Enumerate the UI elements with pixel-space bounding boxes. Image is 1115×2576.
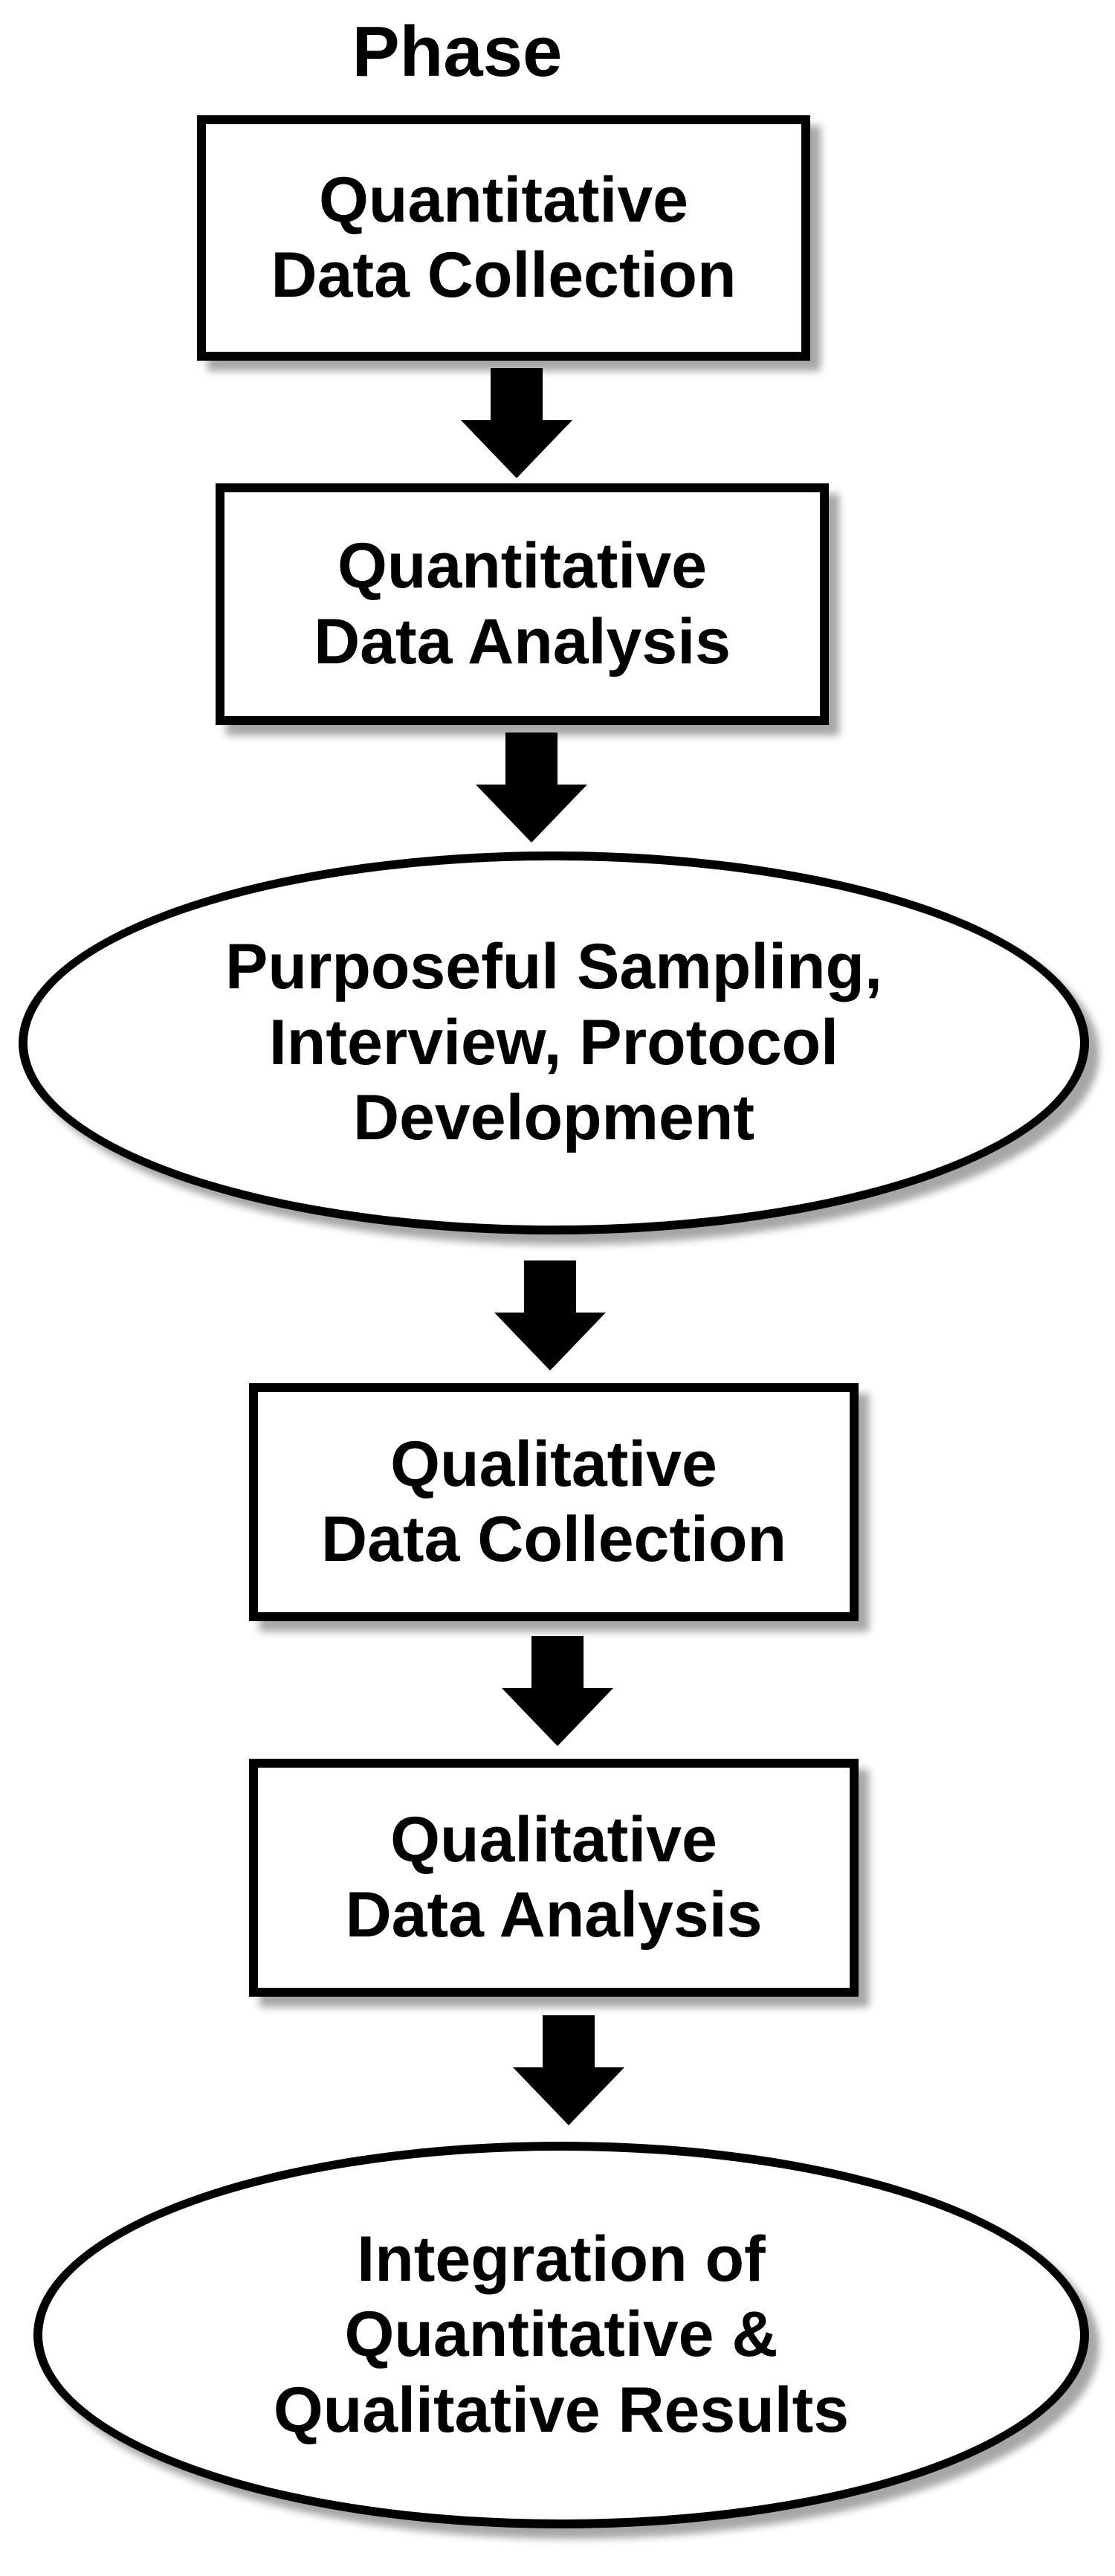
node-label: Quantitative Data Analysis	[314, 530, 731, 677]
node-qualitative-data-analysis: Qualitative Data Analysis	[249, 1759, 859, 1997]
node-label: Qualitative Data Analysis	[345, 1803, 763, 1951]
node-label: Purposeful Sampling, Interview, Protocol…	[225, 931, 882, 1154]
node-label: Integration of Quantitative & Qualitativ…	[273, 2223, 850, 2446]
down-arrow-icon	[494, 1260, 606, 1371]
down-arrow-icon	[476, 732, 587, 843]
node-purposeful-sampling: Purposeful Sampling, Interview, Protocol…	[19, 851, 1089, 1234]
node-qualitative-data-collection: Qualitative Data Collection	[249, 1383, 859, 1621]
down-arrow-icon	[461, 368, 572, 478]
down-arrow-icon	[502, 1636, 613, 1746]
node-quantitative-data-collection: Quantitative Data Collection	[197, 115, 810, 361]
node-integration-of-results: Integration of Quantitative & Qualitativ…	[33, 2142, 1089, 2528]
down-arrow-icon	[513, 2015, 624, 2125]
diagram-title: Phase	[352, 12, 563, 91]
node-label: Qualitative Data Collection	[321, 1428, 786, 1575]
node-label: Quantitative Data Collection	[271, 164, 737, 311]
node-quantitative-data-analysis: Quantitative Data Analysis	[216, 483, 829, 725]
